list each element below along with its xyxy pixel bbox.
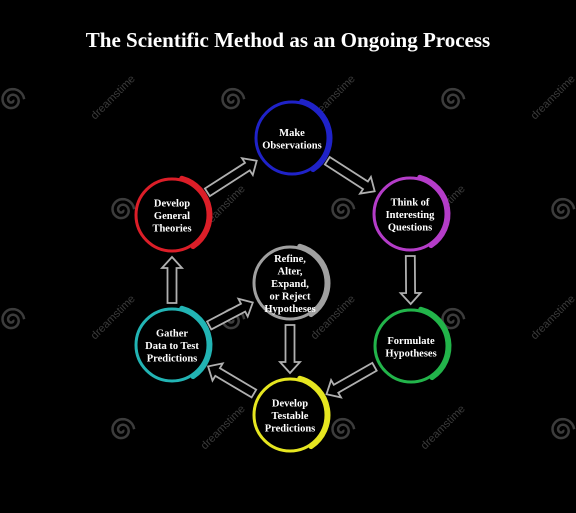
- node-label-line: Make: [279, 128, 305, 139]
- arrow-data-to-theory: [159, 255, 185, 304]
- node-ring-accent: [299, 98, 333, 173]
- node-label-line: Develop: [154, 199, 190, 210]
- node-label-line: or Reject: [270, 292, 311, 303]
- watermark-text: dreamstime: [529, 73, 576, 122]
- watermark-spiral-icon: [331, 417, 356, 440]
- watermark-spiral-icon: [551, 197, 576, 220]
- watermark-spiral-icon: [441, 87, 466, 110]
- watermark-text: dreamstime: [419, 403, 468, 452]
- node-ring-accent: [297, 243, 331, 318]
- diagram-title: The Scientific Method as an Ongoing Proc…: [85, 28, 491, 52]
- arrow-theory-to-observe: [203, 156, 258, 198]
- node-label-line: Interesting: [386, 210, 436, 221]
- watermark-text: dreamstime: [199, 403, 248, 452]
- watermark-spiral-icon: [1, 87, 26, 110]
- node-label-line: Expand,: [271, 279, 309, 290]
- node-label-line: Think of: [391, 198, 430, 209]
- arrow-data-to-refine: [205, 297, 254, 331]
- node-ring-accent: [418, 306, 452, 381]
- watermark-text: dreamstime: [89, 293, 138, 342]
- arrow-hypo-to-predict: [325, 361, 378, 399]
- node-label-line: Questions: [388, 223, 432, 234]
- watermark-spiral-icon: [221, 87, 246, 110]
- node-label-line: Observations: [262, 140, 322, 151]
- node-label-line: Alter,: [278, 267, 303, 278]
- node-label-line: General: [154, 211, 190, 222]
- node-label-line: Predictions: [147, 354, 198, 365]
- node-label-line: Gather: [156, 329, 188, 340]
- node-label-line: Formulate: [387, 336, 435, 347]
- arrow-question-to-hypo: [398, 255, 423, 306]
- watermark-spiral-icon: [441, 307, 466, 330]
- arrow-refine-to-predict: [277, 324, 303, 375]
- node-label-line: Hypotheses: [264, 304, 315, 315]
- node-label-line: Hypotheses: [385, 348, 436, 359]
- arrow-observe-to-question: [323, 155, 376, 195]
- node-ring-accent: [179, 305, 213, 380]
- node-label-line: Predictions: [265, 424, 316, 435]
- watermark-text: dreamstime: [89, 73, 138, 122]
- node-label-line: Refine,: [274, 254, 306, 265]
- watermark-spiral-icon: [331, 197, 356, 220]
- node-label-line: Theories: [152, 224, 191, 235]
- watermark-spiral-icon: [111, 417, 136, 440]
- watermark-spiral-icon: [1, 307, 26, 330]
- watermark-text: dreamstime: [529, 293, 576, 342]
- node-ring-accent: [297, 375, 331, 450]
- arrow-predict-to-data: [206, 362, 258, 399]
- watermark-spiral-icon: [111, 197, 136, 220]
- node-ring-accent: [179, 175, 213, 250]
- node-ring-accent: [417, 174, 451, 249]
- node-label-line: Develop: [272, 399, 308, 410]
- watermark-spiral-icon: [551, 417, 576, 440]
- node-label-line: Data to Test: [145, 341, 199, 352]
- node-label-line: Testable: [272, 411, 309, 422]
- arrow-layer: [159, 155, 423, 399]
